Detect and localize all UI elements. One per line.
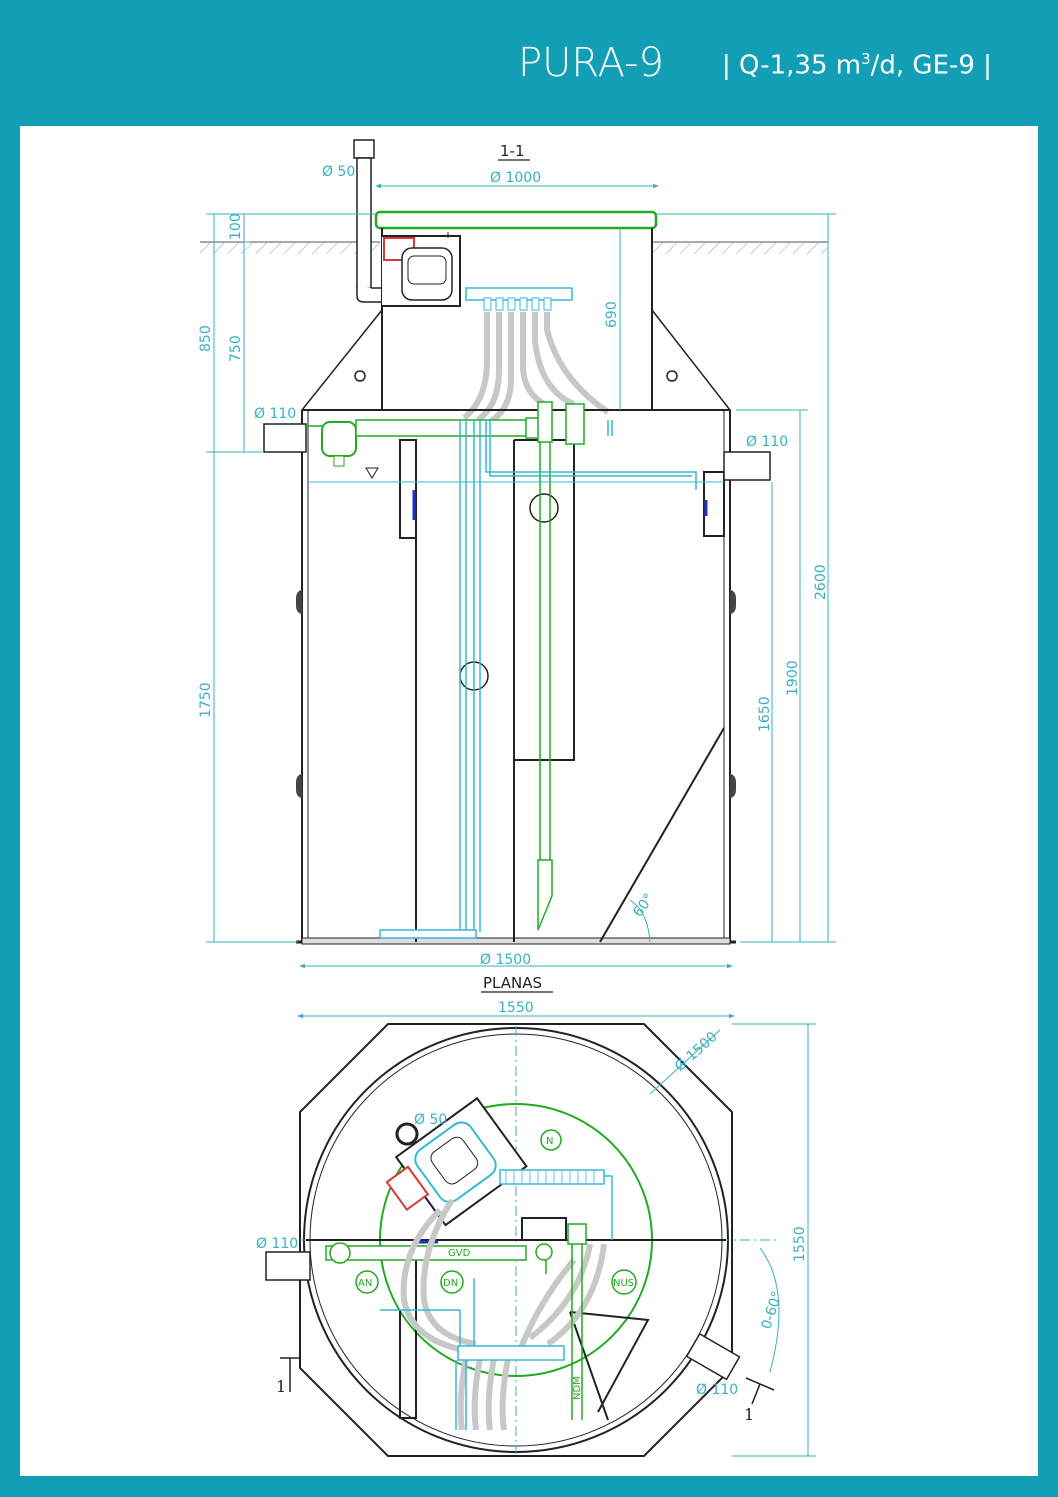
tank-base-plate	[301, 937, 731, 945]
cut-mark-right	[745, 1377, 775, 1405]
air-hoses	[462, 312, 610, 425]
dim-plan-inlet: Ø 110	[256, 1236, 298, 1252]
plan-height-dim	[732, 1023, 816, 1457]
dim-plan-vent: Ø 50	[414, 1112, 447, 1128]
left-dimension-lines	[206, 213, 376, 943]
compressor-cabinet	[382, 232, 461, 307]
plan-angle-arc	[759, 1247, 780, 1373]
dim-1750: 1750	[198, 682, 214, 718]
tank-body	[296, 409, 736, 944]
zone-ndm: NDM	[572, 1376, 583, 1400]
dim-plan-height: 1550	[792, 1226, 808, 1262]
dim-2600: 2600	[813, 564, 829, 600]
spec-suffix: /d, GE-9 |	[870, 50, 992, 81]
right-dimension-lines	[619, 213, 836, 943]
dim-plan-diameter-line	[649, 1029, 721, 1095]
plan-outlet	[685, 1332, 741, 1381]
dim-vent-diameter: Ø 50	[322, 164, 355, 180]
dim-plan-angle: 0-60°	[759, 1289, 786, 1331]
header-band: PURA-9 | Q-1,35 m3/d, GE-9 |	[0, 0, 1058, 126]
zone-nus-marker	[611, 1269, 637, 1295]
air-manifold	[465, 287, 573, 311]
tank-lid	[374, 210, 658, 230]
zone-gvd: GVD	[448, 1248, 471, 1259]
plan-aeration-lines	[380, 1278, 565, 1430]
dim-plan-diameter: Ø 1500	[672, 1029, 721, 1075]
spec-prefix: | Q-1,35 m	[722, 50, 862, 81]
airlift-pipe	[355, 401, 585, 931]
overflow-opening	[529, 493, 559, 523]
plan-aeration-riser	[604, 1175, 613, 1240]
dim-850: 850	[198, 325, 214, 352]
aeration-pipes	[379, 420, 697, 939]
plan-label: PLANAS	[483, 974, 542, 992]
zone-n: N	[546, 1136, 553, 1147]
internal-partitions	[399, 439, 725, 943]
drawing-sheet: 1-1 Ø 1000 Ø 50	[20, 126, 1038, 1476]
dim-top-diameter: Ø 1000	[490, 170, 541, 186]
technical-drawing: 1-1 Ø 1000 Ø 50	[198, 139, 836, 1457]
dim-1650: 1650	[757, 696, 773, 732]
plan-compressor	[394, 1096, 528, 1227]
dim-angle: 60°	[630, 891, 657, 921]
zone-n-marker	[540, 1129, 562, 1151]
dim-inlet-diameter: Ø 110	[254, 406, 296, 422]
angle-arc	[629, 899, 651, 943]
dim-plan-outlet: Ø 110	[696, 1382, 738, 1398]
section-label: 1-1	[500, 142, 525, 160]
dim-690: 690	[604, 301, 620, 328]
cut-mark-right-label: 1	[744, 1405, 754, 1424]
zone-dn-marker	[440, 1270, 464, 1294]
zone-nus: NUS	[613, 1278, 634, 1289]
water-level-symbol	[365, 467, 379, 479]
product-title: PURA-9	[518, 40, 664, 86]
dim-100: 100	[228, 213, 244, 240]
plan-diffuser-hatch	[505, 1170, 595, 1184]
zone-an: AN	[358, 1278, 372, 1289]
section-view: 1-1 Ø 1000 Ø 50	[198, 139, 836, 969]
product-spec: | Q-1,35 m3/d, GE-9 |	[722, 50, 992, 81]
dim-1900: 1900	[785, 660, 801, 696]
plan-view: PLANAS 1550 Ø 50	[256, 974, 816, 1457]
inlet-pipe	[263, 421, 357, 467]
plan-box	[521, 1217, 567, 1241]
zone-an-marker	[355, 1270, 379, 1294]
plan-diffuser	[499, 1169, 605, 1185]
spec-superscript: 3	[861, 50, 871, 68]
dim-bottom-diameter: Ø 1500	[480, 952, 531, 968]
outlet-pipe	[723, 451, 771, 481]
plan-controller	[385, 1165, 430, 1212]
dim-outlet-diameter: Ø 110	[746, 434, 788, 450]
ground-surface	[200, 241, 828, 254]
plan-airlift-head	[535, 1243, 553, 1261]
dim-plan-width: 1550	[498, 1000, 534, 1016]
zone-dn: DN	[443, 1278, 458, 1289]
dim-750: 750	[228, 335, 244, 362]
plan-airlift-lines	[545, 1223, 587, 1420]
vent-pipe	[353, 139, 383, 303]
cut-mark-left-label: 1	[276, 1377, 286, 1396]
tank-ribs	[296, 590, 736, 798]
plan-vent-pipe	[395, 1122, 419, 1146]
tank-shoulder	[300, 307, 732, 411]
plan-hoses	[400, 1198, 607, 1431]
cut-mark-left	[280, 1357, 300, 1392]
